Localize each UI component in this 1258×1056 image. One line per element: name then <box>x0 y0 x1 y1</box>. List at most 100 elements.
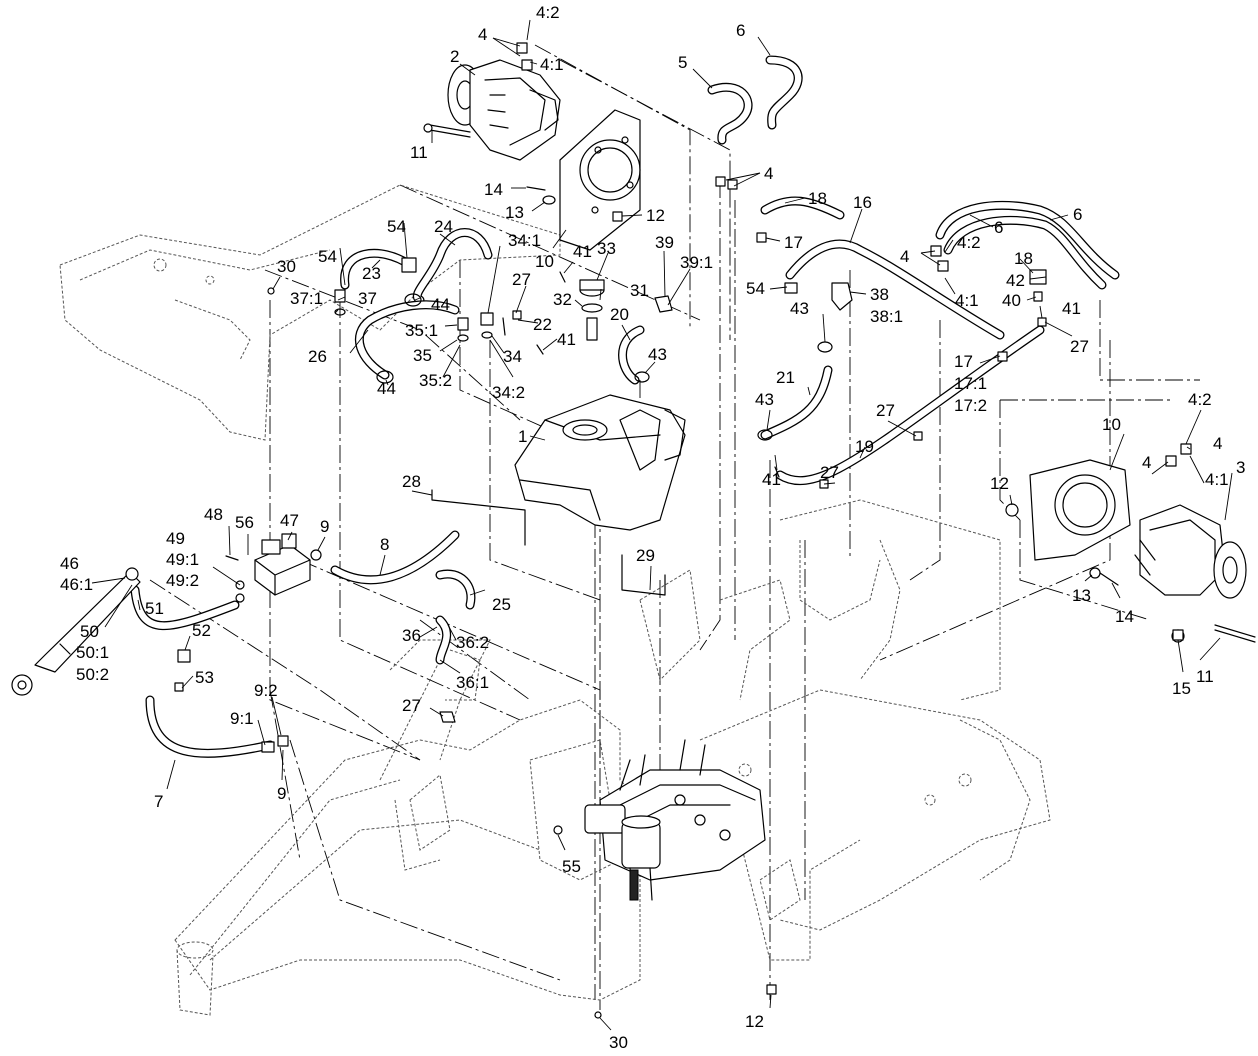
callout-18: 18 <box>1014 249 1033 268</box>
callout-1: 1 <box>518 427 527 446</box>
main-chassis-frame <box>174 499 1051 1016</box>
callout-49: 49 <box>166 529 185 548</box>
callout-40: 40 <box>1002 291 1021 310</box>
callout-34-2: 34:2 <box>492 383 525 402</box>
callout-54: 54 <box>387 217 406 236</box>
callout-41: 41 <box>557 330 576 349</box>
callout-10: 10 <box>1102 415 1121 434</box>
callout-16: 16 <box>853 193 872 212</box>
callout-4: 4 <box>478 25 487 44</box>
hose-lines <box>130 55 1120 758</box>
callout-19: 19 <box>855 437 874 456</box>
callout-17: 17 <box>784 233 803 252</box>
callout-41: 41 <box>573 242 592 261</box>
callout-11: 11 <box>410 143 428 162</box>
callout-37: 37 <box>358 289 377 308</box>
callout-46: 46 <box>60 554 79 573</box>
callout-15: 15 <box>1172 679 1191 698</box>
callout-28: 28 <box>402 472 421 491</box>
hydraulic-tank <box>514 394 686 531</box>
callout-34: 34 <box>503 347 522 366</box>
callout-43: 43 <box>755 390 774 409</box>
callout-24: 24 <box>434 217 453 236</box>
callout-3: 3 <box>1236 458 1245 477</box>
callout-44: 44 <box>431 295 450 314</box>
callout-10: 10 <box>535 252 554 271</box>
callout-14: 14 <box>484 180 503 199</box>
callout-54: 54 <box>746 279 765 298</box>
callout-27: 27 <box>512 270 531 289</box>
wheel-motor-right <box>1134 504 1256 643</box>
callout-8: 8 <box>380 535 389 554</box>
callout-4-2: 4:2 <box>957 233 981 252</box>
callout-49-1: 49:1 <box>166 550 199 569</box>
callout-50-1: 50:1 <box>76 643 109 662</box>
callout-23: 23 <box>362 264 381 283</box>
leader-lines <box>91 19 1233 1031</box>
callout-11: 11 <box>1196 667 1214 686</box>
callout-54: 54 <box>318 247 337 266</box>
callout-27: 27 <box>876 401 895 420</box>
callout-44: 44 <box>377 379 396 398</box>
motor-mount-plate-right <box>1005 459 1131 586</box>
callout-38-1: 38:1 <box>870 307 903 326</box>
callout-4-2: 4:2 <box>1188 390 1212 409</box>
callout-33: 33 <box>597 239 616 258</box>
callout-25: 25 <box>492 595 511 614</box>
callout-12: 12 <box>646 206 665 225</box>
part-callouts: 4:2 4 4:1 2 11 5 6 4 14 13 12 10 18 17 1… <box>60 3 1245 1052</box>
callout-22: 22 <box>533 315 552 334</box>
callout-4-1: 4:1 <box>540 55 564 74</box>
callout-42: 42 <box>1006 271 1025 290</box>
callout-36-1: 36:1 <box>456 673 489 692</box>
motor-mount-plate-left <box>559 109 641 251</box>
callout-4-2: 4:2 <box>536 3 560 22</box>
callout-17: 17 <box>954 352 973 371</box>
callout-21: 21 <box>776 368 795 387</box>
callout-4-1: 4:1 <box>955 291 979 310</box>
callout-46-1: 46:1 <box>60 575 93 594</box>
callout-6: 6 <box>736 21 745 40</box>
callout-2: 2 <box>450 47 459 66</box>
callout-4-1: 4:1 <box>1205 470 1229 489</box>
callout-49-2: 49:2 <box>166 571 199 590</box>
callout-9-2: 9:2 <box>254 681 278 700</box>
callout-39: 39 <box>655 233 674 252</box>
callout-36-2: 36:2 <box>456 633 489 652</box>
hydrostatic-pump-assembly <box>584 739 766 901</box>
rear-frame-panel <box>59 184 561 441</box>
callout-43: 43 <box>648 345 667 364</box>
callout-43: 43 <box>790 299 809 318</box>
callout-48: 48 <box>204 505 223 524</box>
callout-50: 50 <box>80 622 99 641</box>
callout-5: 5 <box>678 53 687 72</box>
callout-35-2: 35:2 <box>419 371 452 390</box>
callout-27: 27 <box>1070 337 1089 356</box>
callout-13: 13 <box>505 203 524 222</box>
callout-29: 29 <box>636 546 655 565</box>
callout-4: 4 <box>764 164 773 183</box>
callout-17-1: 17:1 <box>954 374 987 393</box>
callout-32: 32 <box>553 290 572 309</box>
callout-12: 12 <box>990 474 1009 493</box>
callout-41: 41 <box>1062 299 1081 318</box>
callout-34-1: 34:1 <box>508 231 541 250</box>
callout-4: 4 <box>900 247 909 266</box>
callout-30: 30 <box>277 257 296 276</box>
callout-12: 12 <box>745 1012 764 1031</box>
callout-27: 27 <box>820 463 839 482</box>
callout-6: 6 <box>994 218 1003 237</box>
callout-17-2: 17:2 <box>954 396 987 415</box>
callout-18: 18 <box>808 189 827 208</box>
callout-56: 56 <box>235 513 254 532</box>
callout-7: 7 <box>154 792 163 811</box>
callout-41: 41 <box>762 470 781 489</box>
callout-51: 51 <box>145 599 164 618</box>
callout-50-2: 50:2 <box>76 665 109 684</box>
callout-4: 4 <box>1142 453 1151 472</box>
callout-53: 53 <box>195 668 214 687</box>
callout-39-1: 39:1 <box>680 253 713 272</box>
callout-26: 26 <box>308 347 327 366</box>
callout-38: 38 <box>870 285 889 304</box>
